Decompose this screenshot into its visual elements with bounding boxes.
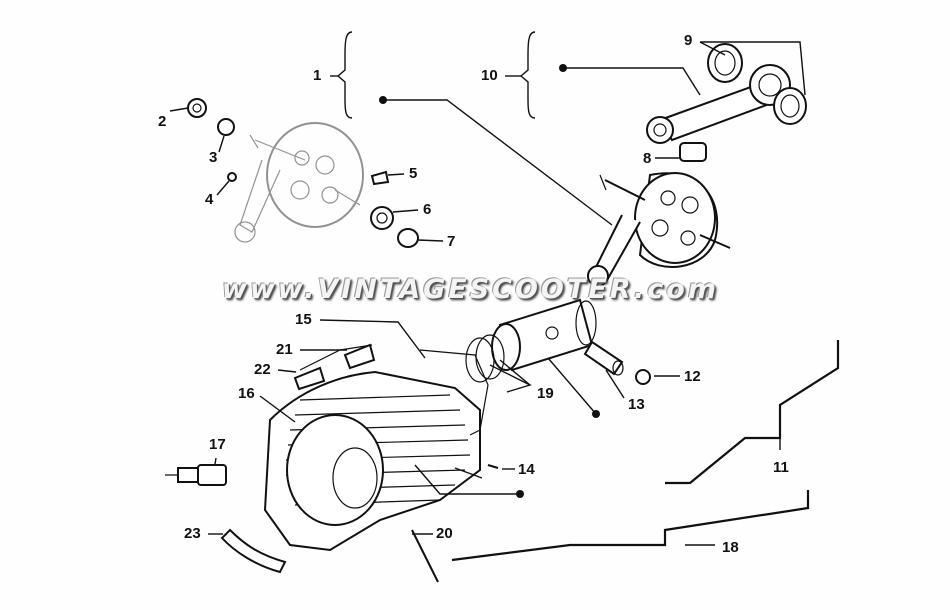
callout-14: 14 xyxy=(518,461,535,478)
stud xyxy=(411,529,439,583)
callout-15: 15 xyxy=(295,311,312,328)
watermark: www.VINTAGESCOOTER.com xyxy=(222,274,719,305)
callout-21: 21 xyxy=(276,341,293,358)
leader-lines xyxy=(169,41,806,535)
callout-12: 12 xyxy=(684,368,701,385)
dowel xyxy=(487,464,499,469)
callout-5: 5 xyxy=(409,165,418,182)
callout-16: 16 xyxy=(238,385,255,402)
callout-6: 6 xyxy=(423,201,432,218)
callout-2: 2 xyxy=(158,113,167,130)
callout-4: 4 xyxy=(205,191,214,208)
piston xyxy=(465,298,597,383)
callout-8: 8 xyxy=(643,150,652,167)
callout-11: 11 xyxy=(773,459,789,476)
callout-22: 22 xyxy=(254,361,271,378)
connecting-rod xyxy=(646,43,807,144)
callout-7: 7 xyxy=(447,233,456,250)
callout-17: 17 xyxy=(209,436,226,453)
spark-plug xyxy=(165,464,227,486)
clip-22 xyxy=(293,366,326,391)
crankshaft-main xyxy=(587,172,731,287)
clip-21 xyxy=(343,343,376,370)
piston-pin xyxy=(583,340,624,376)
needle-bearing xyxy=(679,142,707,162)
callout-3: 3 xyxy=(209,149,218,166)
callout-1: 1 xyxy=(313,67,322,84)
callout-23: 23 xyxy=(184,525,201,542)
callout-19: 19 xyxy=(537,385,554,402)
callout-13: 13 xyxy=(628,396,645,413)
callout-9: 9 xyxy=(684,32,693,49)
circlip xyxy=(635,369,651,385)
callout-18: 18 xyxy=(722,539,739,556)
callout-10: 10 xyxy=(481,67,498,84)
small-parts-left xyxy=(187,98,419,248)
cylinder xyxy=(263,344,489,552)
callout-20: 20 xyxy=(436,525,453,542)
crankshaft-ghost xyxy=(234,122,364,243)
segment-23 xyxy=(220,528,287,574)
